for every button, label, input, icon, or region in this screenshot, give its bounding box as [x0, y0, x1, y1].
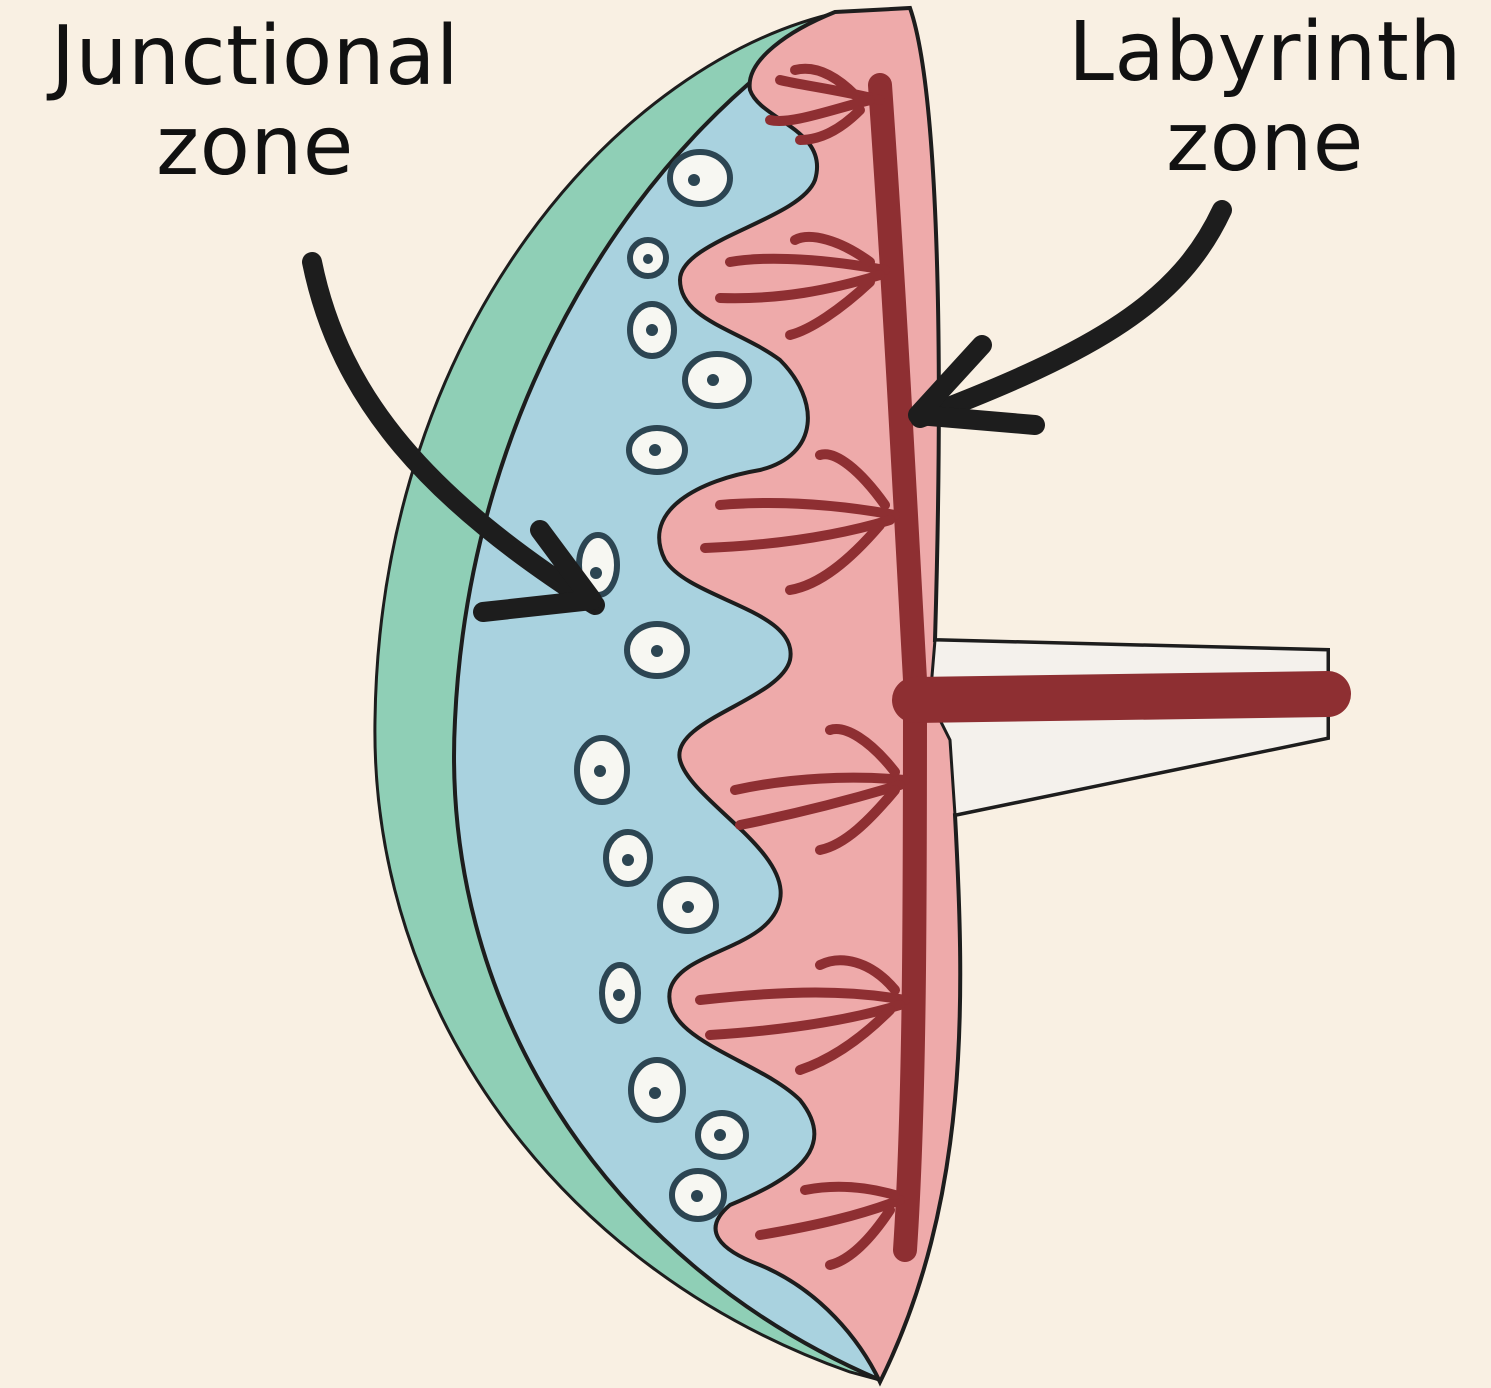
labyrinth-zone-label-line1: Labyrinth — [1040, 8, 1490, 98]
labyrinth-arrow — [918, 210, 1222, 425]
labyrinth-zone-label: Labyrinth zone — [1040, 8, 1490, 188]
umbilical-cord — [930, 640, 1328, 815]
cell — [670, 152, 730, 204]
junctional-zone-label: Junctional zone — [10, 12, 500, 192]
labyrinth-zone-label-line2: zone — [1040, 98, 1490, 188]
junctional-zone-label-line1: Junctional — [10, 12, 500, 102]
junctional-zone-label-line2: zone — [10, 102, 500, 192]
